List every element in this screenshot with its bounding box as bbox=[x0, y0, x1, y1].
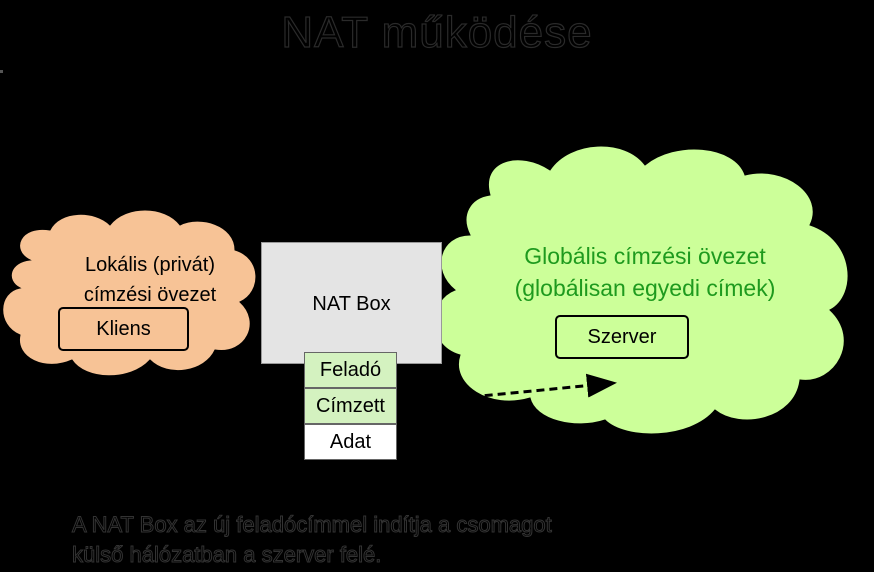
caption-line1: A NAT Box az új feladócímmel indítja a c… bbox=[72, 512, 553, 538]
nat-box: NAT Box bbox=[261, 242, 442, 364]
server-box: Szerver bbox=[555, 315, 689, 359]
packet-recipient-label: Címzett bbox=[316, 394, 385, 417]
local-zone-cloud bbox=[2, 209, 257, 377]
packet-sender-label: Feladó bbox=[319, 358, 382, 381]
client-label: Kliens bbox=[96, 317, 151, 340]
packet-data-label: Adat bbox=[329, 430, 372, 453]
client-box: Kliens bbox=[58, 307, 189, 351]
packet-flow-arrow bbox=[419, 373, 617, 404]
local-zone-line1: Lokális (privát) bbox=[84, 254, 216, 276]
local-zone-label: Lokális (privát) címzési övezet bbox=[45, 250, 255, 310]
packet-recipient-field: Címzett bbox=[304, 388, 397, 424]
packet-data-field: Adat bbox=[304, 424, 397, 460]
nat-box-label: NAT Box bbox=[312, 293, 391, 315]
global-zone-line2: (globálisan egyedi címek) bbox=[514, 275, 776, 301]
caption: A NAT Box az új feladócímmel indítja a c… bbox=[72, 510, 792, 570]
global-zone-line1: Globális címzési övezet bbox=[524, 243, 766, 269]
local-zone-line2: címzési övezet bbox=[83, 284, 217, 306]
packet-sender-field: Feladó bbox=[304, 352, 397, 388]
caption-line2: külső hálózatban a szerver felé. bbox=[72, 542, 382, 568]
global-zone-label: Globális címzési övezet (globálisan egye… bbox=[470, 240, 820, 304]
page-title: NAT működése bbox=[281, 7, 593, 57]
server-label: Szerver bbox=[587, 325, 657, 348]
corner-mark bbox=[0, 70, 3, 73]
